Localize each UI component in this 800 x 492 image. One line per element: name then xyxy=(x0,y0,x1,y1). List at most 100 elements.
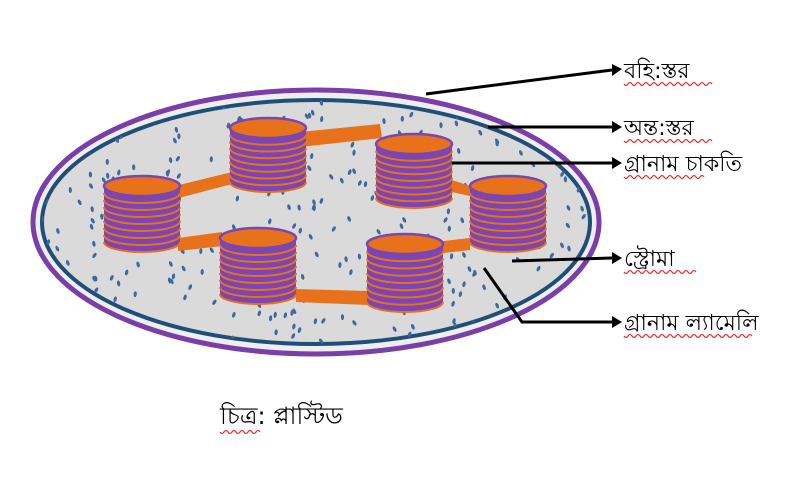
thylakoid-disc-edge xyxy=(103,199,181,211)
stroma-particle xyxy=(319,198,324,204)
stroma-particle xyxy=(550,105,555,112)
thylakoid-disc-edge xyxy=(366,258,444,270)
thylakoid-disc-edge xyxy=(219,251,297,263)
stroma-particle xyxy=(558,292,563,299)
thylakoid-disc-edge xyxy=(375,177,453,189)
thylakoid-disc-edge xyxy=(103,192,181,204)
stroma-particle xyxy=(42,146,46,153)
arrow-head xyxy=(612,316,622,328)
stroma-particle xyxy=(443,217,448,223)
thylakoid-disc-edge xyxy=(469,234,547,246)
stroma-particle xyxy=(347,169,352,175)
stroma-particle xyxy=(560,242,564,249)
stroma-particle xyxy=(304,113,309,119)
arrow-head xyxy=(612,157,622,169)
stroma-particle xyxy=(42,335,46,342)
stroma-particle xyxy=(552,304,557,311)
stroma-particle xyxy=(320,116,324,123)
thylakoid-disc-edge xyxy=(375,150,453,162)
thylakoid-disc-edge xyxy=(219,258,297,270)
spellcheck-underlines xyxy=(623,81,753,339)
thylakoid-disc-edge xyxy=(375,164,453,176)
stroma-particle xyxy=(411,323,415,330)
thylakoid-disc-edge xyxy=(366,265,444,277)
stroma-particle xyxy=(90,218,95,224)
arrow-head xyxy=(612,252,622,264)
stroma-particle xyxy=(400,115,404,122)
stroma-particle xyxy=(77,199,82,206)
stroma-particle xyxy=(177,133,181,140)
thylakoid-disc-edge xyxy=(366,251,444,263)
thylakoid-disc-edge xyxy=(366,287,444,299)
thylakoid-disc-edge xyxy=(219,272,297,284)
stroma-particle xyxy=(439,122,443,129)
stroma-particle xyxy=(587,100,590,107)
stroma-particle xyxy=(363,181,368,188)
stroma-particle xyxy=(54,148,59,155)
stroma-particle xyxy=(257,310,262,317)
stroma-particle xyxy=(560,100,565,104)
stroma-particle xyxy=(526,328,530,335)
stroma-particle xyxy=(574,140,579,147)
stroma-particle xyxy=(88,171,93,178)
stroma-particle xyxy=(68,187,72,193)
stroma-particle xyxy=(409,111,414,118)
thylakoid-disc-edge xyxy=(469,192,547,204)
stroma-particle xyxy=(268,218,272,225)
squiggle xyxy=(219,429,261,435)
stroma-particle xyxy=(454,120,459,127)
stroma-particle xyxy=(100,213,104,220)
thylakoid-disc-edge xyxy=(469,241,547,253)
stroma-particle xyxy=(357,180,362,186)
stroma-particle xyxy=(350,141,355,148)
grana xyxy=(102,116,548,313)
stroma-particle xyxy=(505,104,510,111)
thylakoid-disc-edge xyxy=(375,197,453,209)
thylakoid-disc-edge xyxy=(229,134,307,146)
stroma-particle xyxy=(447,225,451,232)
stroma-particle xyxy=(235,195,240,202)
stroma-particle xyxy=(95,310,100,317)
stroma-particle xyxy=(392,326,397,332)
stroma-particle xyxy=(566,205,571,211)
stroma-particle xyxy=(376,229,381,235)
stroma-particle xyxy=(42,152,46,159)
stroma-particle xyxy=(231,224,236,231)
inner-membrane xyxy=(40,98,592,346)
granum xyxy=(102,174,182,253)
stroma-particle xyxy=(188,284,193,290)
stroma-particle xyxy=(310,109,315,116)
stroma-particle xyxy=(67,326,72,332)
thylakoid-disc-edge xyxy=(366,294,444,306)
stroma-particle xyxy=(447,278,451,285)
thylakoid-disc-edge xyxy=(219,244,297,256)
stroma-particle xyxy=(482,284,486,291)
stroma-particle xyxy=(570,315,575,321)
leader-outer-membrane xyxy=(425,68,613,96)
thylakoid-disc-edge xyxy=(103,241,181,253)
leader-granum-lamella xyxy=(482,267,612,324)
stroma-particle xyxy=(199,248,203,255)
thylakoid-disc-edge xyxy=(229,175,307,187)
label-inner-membrane: অন্ত:স্তর xyxy=(623,116,694,141)
stroma-particle xyxy=(48,290,53,296)
stroma-particle xyxy=(580,205,584,212)
stroma-particle xyxy=(581,213,586,220)
plastid-body xyxy=(30,87,602,357)
label-granum-lamella: গ্রানাম ল্যামেলি xyxy=(624,310,759,336)
stroma-particle xyxy=(168,157,173,164)
stroma-particle xyxy=(183,294,187,301)
granum xyxy=(218,226,298,305)
thylakoid-disc-edge xyxy=(375,191,453,203)
stroma-particle xyxy=(543,330,549,337)
stroma-particle xyxy=(292,308,297,314)
stroma-particle xyxy=(83,323,88,329)
stroma-particle xyxy=(209,247,214,253)
stroma-particle xyxy=(175,155,180,162)
stroma-particle xyxy=(56,228,60,234)
stroma-particle xyxy=(563,176,568,183)
stroma-particle xyxy=(567,245,571,252)
stroma-particle xyxy=(117,169,121,176)
stroma-particle xyxy=(347,216,351,222)
